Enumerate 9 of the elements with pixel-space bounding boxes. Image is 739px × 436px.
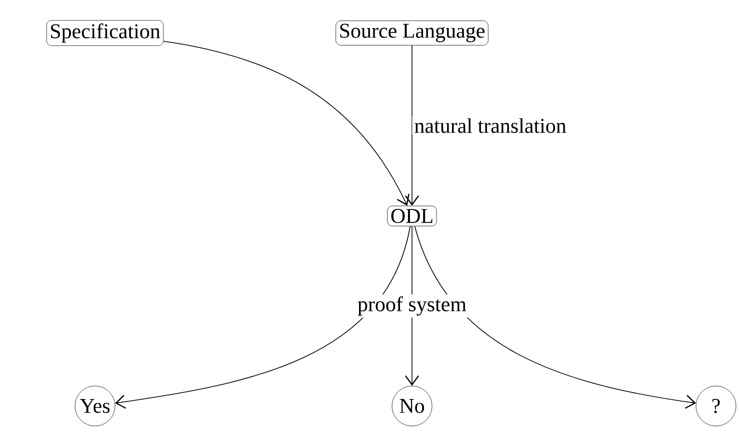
arrow bbox=[115, 226, 411, 409]
edge-label: natural translation bbox=[412, 116, 568, 135]
arrow bbox=[414, 226, 696, 409]
arrow bbox=[163, 40, 410, 206]
edge-label: proof system bbox=[355, 294, 469, 318]
rounded-box: ODL bbox=[387, 206, 437, 226]
arrow bbox=[405, 45, 419, 206]
rounded-box: Source Language bbox=[336, 20, 488, 46]
rounded-box: Specification bbox=[46, 20, 164, 46]
